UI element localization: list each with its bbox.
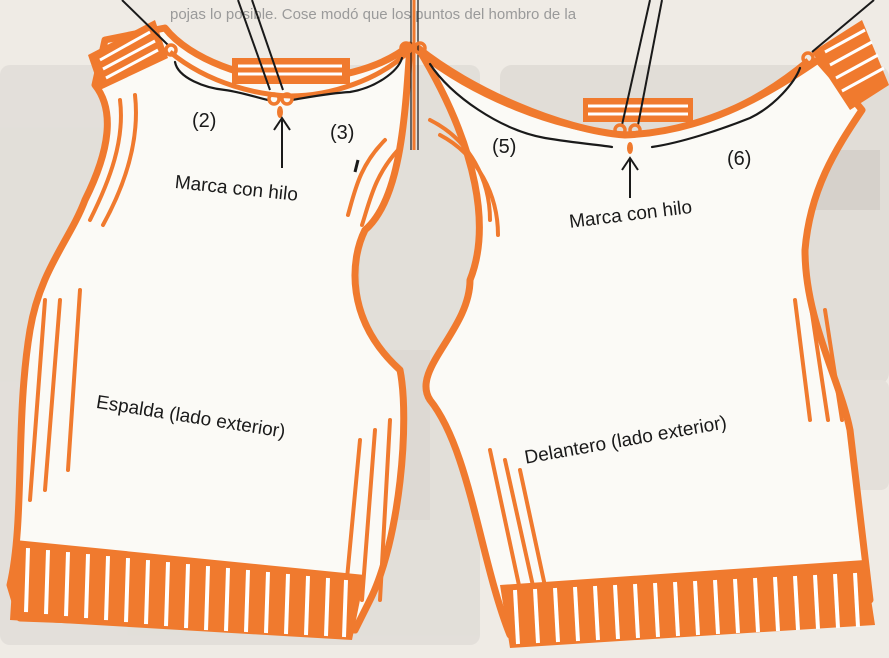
label-num-3: (3)	[330, 122, 354, 145]
front-neck-band	[583, 98, 693, 122]
label-num-5: (5)	[492, 136, 516, 159]
back-neck-band	[232, 58, 350, 84]
label-num-2: (2)	[192, 110, 216, 133]
label-num-6: (6)	[727, 148, 751, 171]
front-piece	[418, 20, 889, 648]
